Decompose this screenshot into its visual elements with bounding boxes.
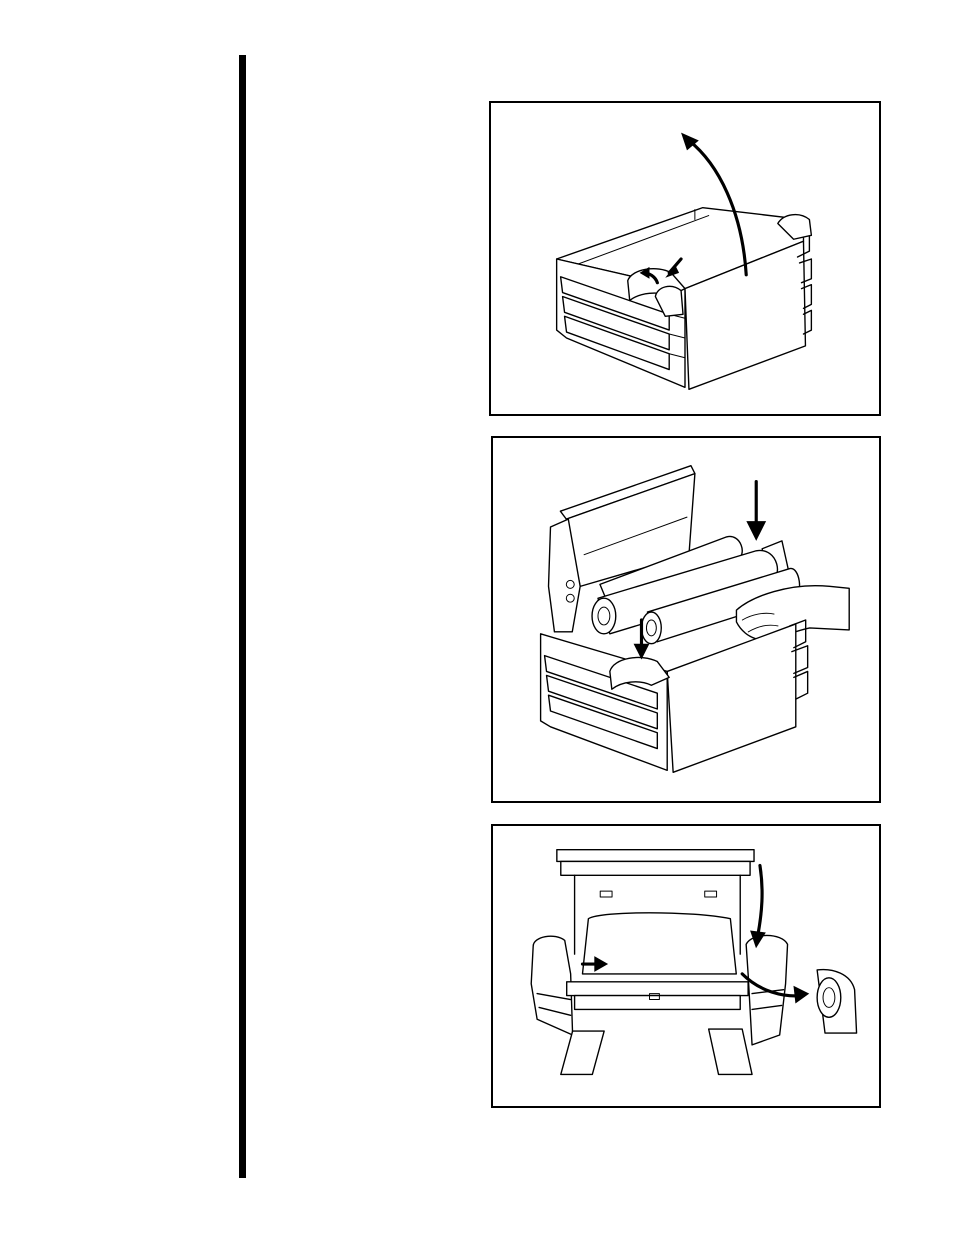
printer-left-body (541, 634, 668, 770)
right-leg (709, 1029, 752, 1074)
illustration-load-ribbon (491, 436, 881, 803)
printer-front-panel (667, 624, 796, 772)
down-curve-arrow-icon (758, 865, 762, 934)
illustration-seat-spindle (491, 824, 881, 1108)
printer-open-icon (493, 438, 879, 801)
left-leg (561, 1031, 604, 1074)
vertical-margin-rule (239, 55, 246, 1178)
printer-closed-icon (491, 103, 879, 414)
illustration-open-cover (489, 101, 881, 416)
printer-front-open-icon (493, 826, 879, 1106)
cover-top-edge (557, 850, 754, 862)
